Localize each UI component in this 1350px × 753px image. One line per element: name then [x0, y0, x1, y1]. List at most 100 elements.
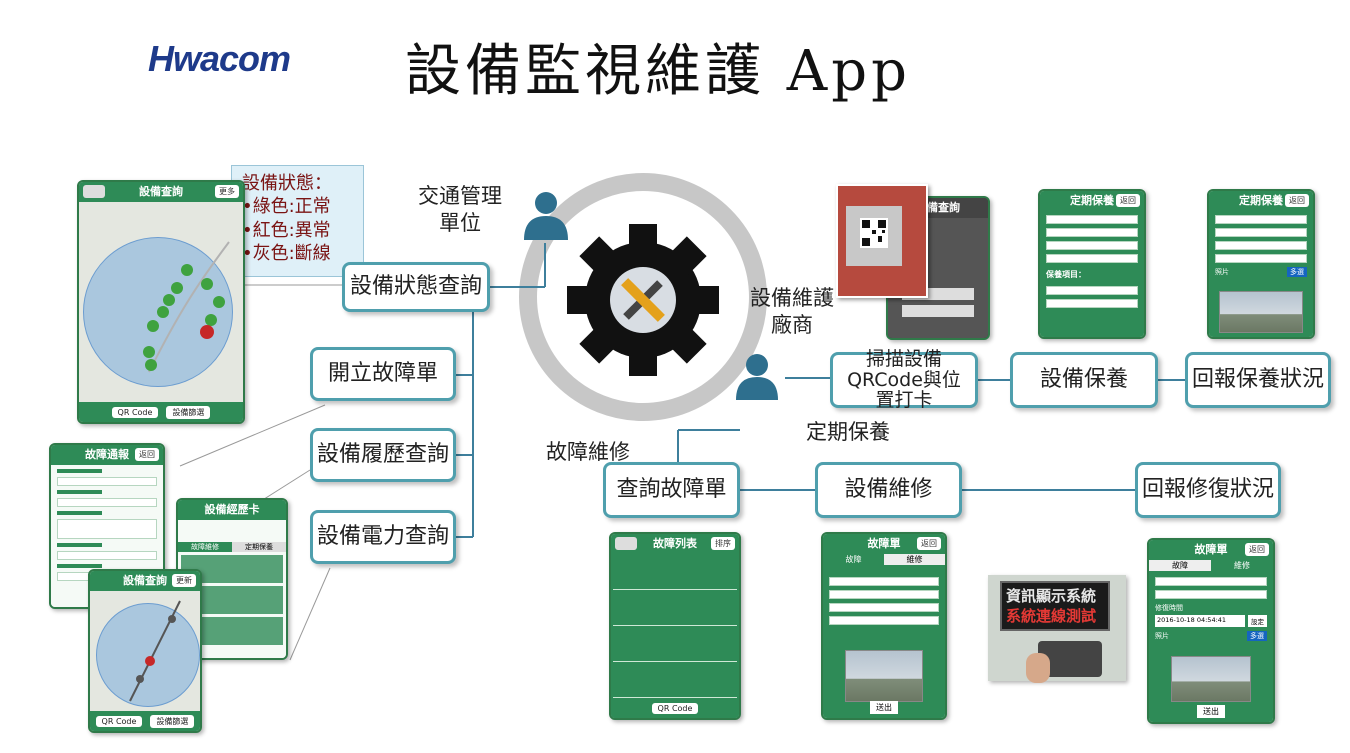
fault-list-screen: 故障列表 排序 QR Code	[609, 532, 741, 720]
device-query-header: 設備查詢 更多	[79, 182, 243, 202]
form-field[interactable]	[57, 519, 157, 539]
ticket1-send-button[interactable]: 送出	[870, 701, 898, 714]
report-maint-box[interactable]: 回報保養狀況	[1185, 352, 1331, 408]
maint2-photo-label: 照片	[1215, 268, 1229, 276]
more-button[interactable]: 更多	[215, 185, 239, 198]
back-button[interactable]: 返回	[135, 448, 159, 461]
maint2-header: 定期保養 返回	[1209, 191, 1313, 211]
fault-list-qr-button[interactable]: QR Code	[651, 702, 699, 714]
maintenance-screen-1: 定期保養 返回 保養項目：	[1038, 189, 1146, 339]
maintenance-box[interactable]: 設備保養	[1010, 352, 1158, 408]
device-query-screen: 設備查詢 更多 QR Code 設備篩選	[77, 180, 245, 424]
maint1-title: 定期保養	[1070, 194, 1114, 207]
ticket1-header: 故障單 返回	[823, 534, 945, 554]
form-field[interactable]	[829, 577, 939, 586]
ticket2-back-button[interactable]: 返回	[1245, 543, 1269, 556]
device-query-screen-2: 設備查詢 更新 QR Code 設備篩選	[88, 569, 202, 733]
check-item[interactable]	[1215, 215, 1307, 224]
repair-time-label: 修復時間	[1155, 604, 1183, 612]
ticket1-body: 故障 維修 送出	[823, 554, 945, 718]
form-field[interactable]	[57, 551, 157, 560]
form-field[interactable]	[1155, 590, 1267, 599]
form-field[interactable]	[829, 616, 939, 625]
maint1-body: 保養項目：	[1040, 211, 1144, 337]
map-markers	[143, 241, 230, 373]
maintenance-screen-2: 定期保養 返回 照片 多選	[1207, 189, 1315, 339]
map-markers-2	[129, 600, 181, 702]
check-item[interactable]	[1215, 228, 1307, 237]
scan-checkin-box[interactable]: 掃描設備QRCode與位置打卡	[830, 348, 978, 411]
device-filter-button-2[interactable]: 設備篩選	[150, 714, 195, 728]
ticket2-multi-select[interactable]: 多選	[1247, 631, 1267, 641]
sign-photo: 資訊顯示系統 系統連線測試	[988, 575, 1126, 683]
query-ticket-box[interactable]: 查詢故障單	[603, 462, 740, 518]
ticket1-title: 故障單	[867, 537, 901, 550]
ticket1-tab-fault[interactable]: 故障	[823, 554, 884, 565]
ticket1-back-button[interactable]: 返回	[917, 537, 941, 550]
device-query2-title: 設備查詢	[123, 574, 167, 587]
fault-list-body	[611, 554, 739, 718]
ticket2-tab-fault[interactable]: 故障	[1149, 560, 1211, 571]
repair-time-field[interactable]: 2016-10-18 04:54:41	[1155, 615, 1245, 627]
form-field[interactable]	[57, 477, 157, 486]
fault-list-title: 故障列表	[653, 537, 697, 550]
maint1-back-button[interactable]: 返回	[1116, 194, 1140, 207]
report-repair-box[interactable]: 回報修復狀況	[1135, 462, 1281, 518]
ticket2-header: 故障單 返回	[1149, 540, 1273, 560]
refresh-button[interactable]: 更新	[172, 574, 196, 587]
maint2-body: 照片 多選	[1209, 211, 1313, 337]
check-item[interactable]	[1215, 241, 1307, 250]
status-legend-red: •紅色:異常	[242, 219, 331, 241]
maint2-title: 定期保養	[1239, 194, 1283, 207]
form-field[interactable]	[1046, 215, 1138, 224]
status-legend-heading: 設備狀態：	[242, 173, 332, 194]
fault-list-header: 故障列表 排序	[611, 534, 739, 554]
gear-icon	[567, 224, 719, 376]
status-query-box[interactable]: 設備狀態查詢	[342, 262, 490, 312]
menu-icon-2[interactable]	[615, 537, 637, 550]
form-field[interactable]	[1155, 577, 1267, 586]
form-field[interactable]	[1046, 228, 1138, 237]
maint2-multi-select[interactable]: 多選	[1287, 267, 1307, 277]
form-field[interactable]	[829, 603, 939, 612]
form-field[interactable]	[1046, 254, 1138, 263]
gear-ring-diagram	[519, 173, 767, 421]
open-ticket-box[interactable]: 開立故障單	[310, 347, 456, 401]
set-time-button[interactable]: 設定	[1248, 615, 1267, 627]
ticket2-send-button[interactable]: 送出	[1197, 705, 1225, 718]
fault-list-item[interactable]	[613, 628, 737, 662]
device-filter-button[interactable]: 設備篩選	[166, 405, 211, 419]
qr-photo	[836, 184, 928, 298]
radius-circle-2	[96, 603, 200, 707]
fault-list-footer: QR Code	[611, 698, 739, 718]
check-item[interactable]	[1046, 286, 1138, 295]
sort-button[interactable]: 排序	[711, 537, 735, 550]
map-view-2[interactable]	[90, 591, 200, 711]
qr-code-button-2[interactable]: QR Code	[95, 715, 143, 727]
repair-box[interactable]: 設備維修	[815, 462, 962, 518]
tab-fault-repair[interactable]: 故障維修	[178, 542, 232, 552]
fault-list-item[interactable]	[613, 556, 737, 590]
tab-maintenance[interactable]: 定期保養	[232, 542, 286, 552]
actor-traffic-label: 交通管理單位	[418, 184, 502, 236]
history-query-box[interactable]: 設備履歷查詢	[310, 428, 456, 482]
device-query-title: 設備查詢	[139, 185, 183, 198]
ticket1-tab-repair[interactable]: 維修	[884, 554, 945, 565]
maint-flow-label: 定期保養	[806, 420, 890, 444]
check-item[interactable]	[1215, 254, 1307, 263]
form-field[interactable]	[829, 590, 939, 599]
fault-ticket-screen-2: 故障單 返回 故障 維修 修復時間 2016-10-18 04:54:41 設定…	[1147, 538, 1275, 724]
fault-list-item[interactable]	[613, 592, 737, 626]
map-view[interactable]	[79, 202, 243, 402]
fault-list-item[interactable]	[613, 664, 737, 698]
check-item[interactable]	[1046, 299, 1138, 308]
form-field[interactable]	[57, 498, 157, 507]
menu-icon[interactable]	[83, 185, 105, 198]
status-legend: 設備狀態： •綠色:正常 •紅色:異常 •灰色:斷線	[231, 165, 364, 277]
sign-line-2: 系統連線測試	[1006, 607, 1097, 625]
qr-code-button[interactable]: QR Code	[111, 406, 159, 418]
form-field[interactable]	[1046, 241, 1138, 250]
power-query-box[interactable]: 設備電力查詢	[310, 510, 456, 564]
maint2-back-button[interactable]: 返回	[1285, 194, 1309, 207]
ticket2-tab-repair[interactable]: 維修	[1211, 560, 1273, 571]
